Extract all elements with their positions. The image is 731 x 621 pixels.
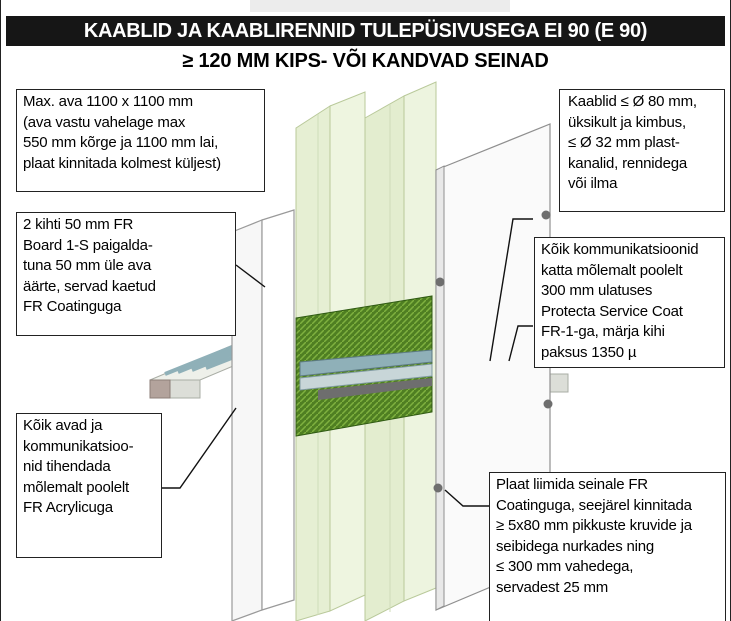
screw-markers [433,210,553,493]
callout-max-opening: Max. ava 1100 x 1100 mm (ava vastu vahel… [16,89,265,192]
screw-icon [435,277,445,287]
screw-icon [541,210,551,220]
callout-fr-boards: 2 kihti 50 mm FR Board 1-S paigalda- tun… [16,212,236,336]
page-title: KAABLID JA KAABLIRENNID TULEPÜSIVUSEGA E… [6,16,725,46]
screw-icon [433,483,443,493]
callout-acrylic-seal: Kõik avad ja kommunikatsioo- nid tihenda… [16,413,162,558]
fr-board-left [231,209,295,621]
leader-lines [162,218,533,507]
screw-icon [543,399,553,409]
callout-service-coat: Kõik kommunikatsioonid katta mõlemalt po… [534,237,725,368]
page-subtitle: ≥ 120 MM KIPS- VÕI KANDVAD SEINAD [182,50,549,72]
callout-fixing: Plaat liimida seinale FR Coatinguga, see… [489,472,726,621]
cables-in-opening [299,349,433,400]
callout-cables: Kaablid ≤ Ø 80 mm, üksikult ja kimbus, ≤… [559,89,725,212]
top-edge-strip [250,0,510,12]
